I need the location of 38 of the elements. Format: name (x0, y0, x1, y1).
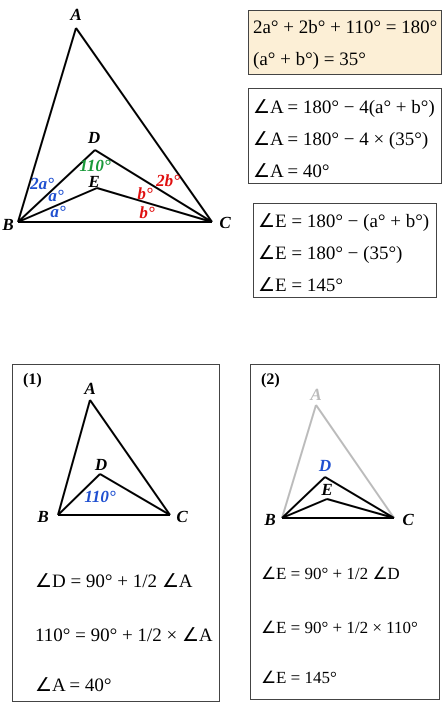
point-label: C (402, 510, 414, 530)
angle-label: 110° (84, 487, 116, 507)
equation-box (248, 10, 442, 75)
equation: (a° + b°) = 35° (253, 49, 366, 71)
panel-number: (1) (23, 371, 42, 389)
equation: ∠A = 180° − 4(a° + b°) (253, 96, 435, 119)
equation: ∠E = 145° (258, 274, 343, 297)
point-label: D (88, 128, 100, 148)
equation: ∠A = 40° (35, 674, 112, 697)
point-label: A (310, 385, 322, 405)
equation: ∠E = 90° + 1/2 × 110° (261, 617, 418, 638)
angle-label: 2b° (156, 171, 180, 191)
panel-number: (2) (261, 371, 280, 389)
angle-label: b° (137, 184, 153, 204)
equation: ∠A = 180° − 4 × (35°) (253, 128, 428, 151)
equation: ∠E = 180° − (a° + b°) (258, 210, 430, 233)
solution-panel (12, 364, 220, 702)
equation-box (253, 203, 437, 298)
equation: ∠E = 90° + 1/2 ∠D (261, 563, 400, 584)
solution-panel (250, 364, 440, 700)
equation: 2a° + 2b° + 110° = 180° (253, 17, 438, 39)
equation: ∠A = 40° (253, 160, 330, 183)
equation: ∠E = 180° − (35°) (258, 242, 402, 265)
point-label: D (94, 455, 108, 475)
point-label: C (219, 213, 231, 233)
point-label: E (321, 480, 333, 500)
equation: ∠E = 145° (261, 667, 337, 688)
point-label: B (264, 510, 276, 530)
equation: 110° = 90° + 1/2 × ∠A (35, 624, 213, 647)
point-label: C (176, 507, 188, 527)
point-label: B (37, 507, 49, 527)
equation-box (248, 88, 442, 184)
angle-label: b° (139, 203, 155, 223)
equation: ∠D = 90° + 1/2 ∠A (35, 570, 192, 593)
point-label: A (84, 379, 96, 399)
point-label: A (70, 5, 82, 25)
point-label: B (2, 215, 14, 235)
point-label: D (318, 456, 332, 476)
